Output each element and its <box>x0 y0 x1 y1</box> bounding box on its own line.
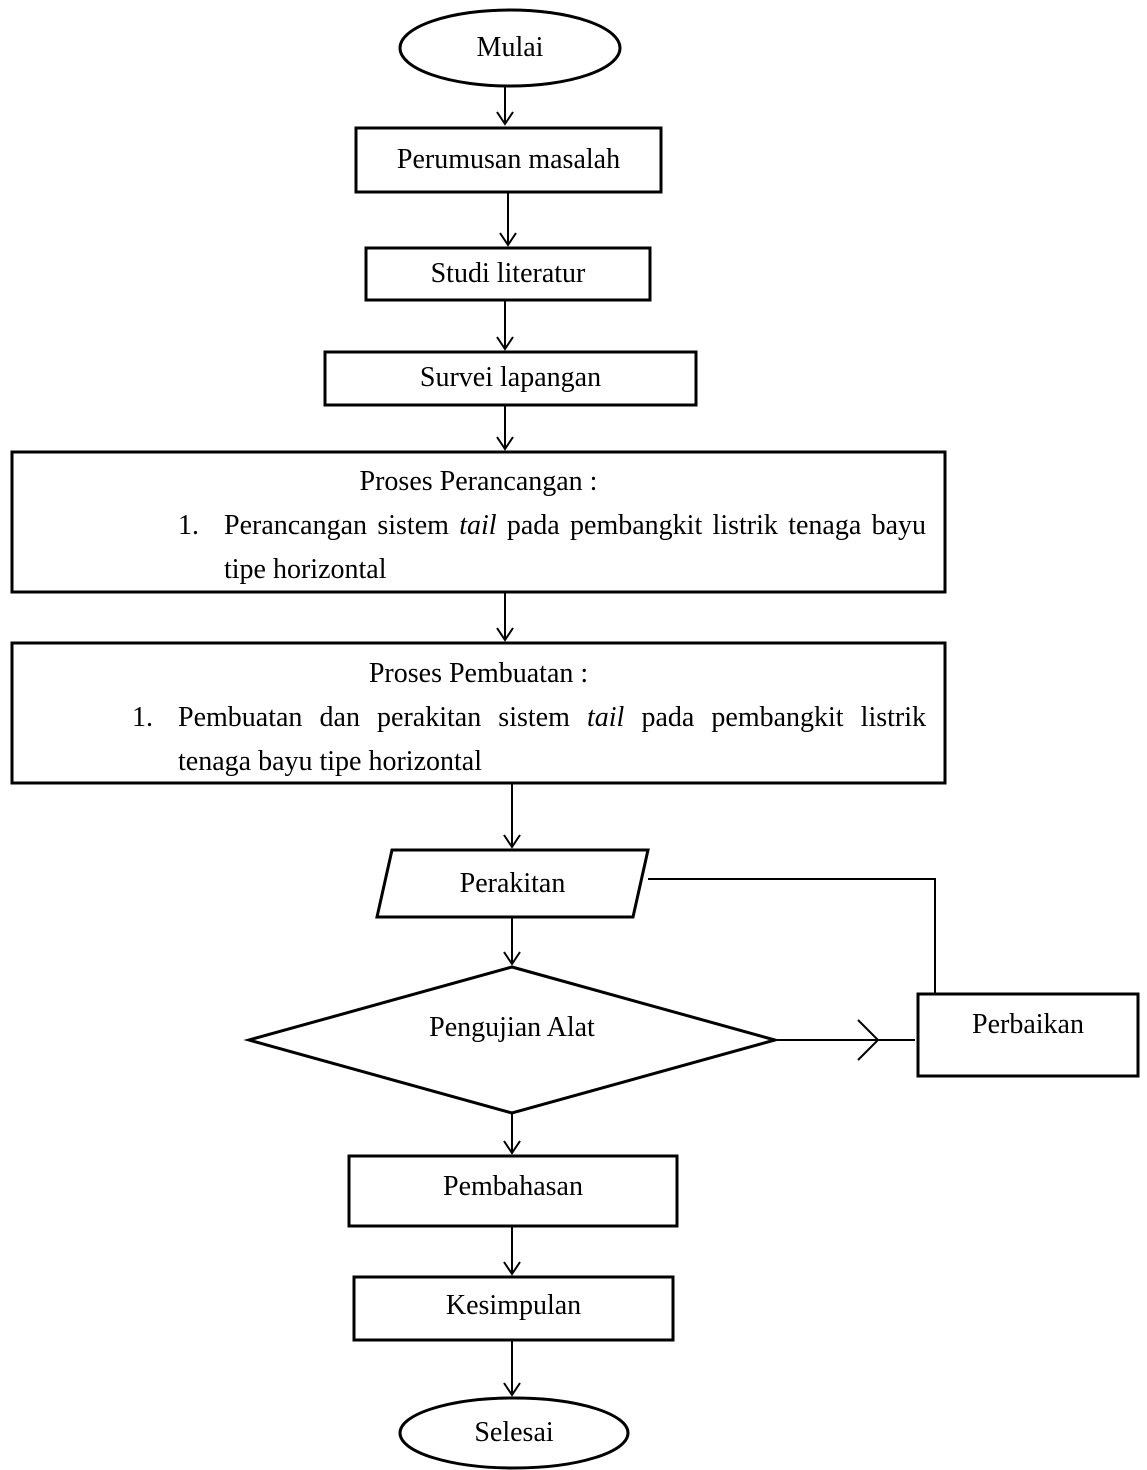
kesimpulan-box <box>352 1275 675 1342</box>
perakitan-parallelogram <box>375 848 650 919</box>
studi-label: Studi literatur <box>430 258 586 289</box>
perbaikan-label: Perbaikan <box>972 1009 1084 1040</box>
pembuatan-item-number: 1. <box>132 702 153 733</box>
arrow-start-to-perumusan <box>496 86 514 126</box>
survei-label: Survei lapangan <box>419 362 602 393</box>
perancangan-item-text: Perancangan sistem tail pada pembangkit … <box>224 510 926 585</box>
start-label: Mulai <box>476 32 544 63</box>
perancangan-text: Proses Perancangan : 1. Perancangan sist… <box>178 460 926 592</box>
perancangan-item: 1. Perancangan sistem tail pada pembangk… <box>178 504 926 592</box>
perancangan-box <box>10 450 947 594</box>
perakitan-label: Perakitan <box>459 868 566 899</box>
perancangan-title: Proses Perancangan : <box>359 466 598 497</box>
start-terminal <box>398 8 622 88</box>
arrow-decision-to-perbaikan <box>775 1019 915 1061</box>
arrow-survei-to-perancangan <box>496 405 514 451</box>
end-label: Selesai <box>474 1417 554 1448</box>
studi-box <box>364 246 652 302</box>
pembuatan-title: Proses Pembuatan : <box>368 658 589 689</box>
arrow-pembahasan-to-kesimpulan <box>503 1226 521 1276</box>
pembahasan-label: Pembahasan <box>443 1171 583 1202</box>
arrow-pembuatan-to-perakitan <box>503 783 521 849</box>
kesimpulan-label: Kesimpulan <box>445 1290 582 1321</box>
pembuatan-item-text: Pembuatan dan perakitan sistem tail pada… <box>178 702 927 777</box>
line-perbaikan-to-perakitan <box>648 878 936 994</box>
decision-label: Pengujian Alat <box>429 1012 595 1043</box>
end-terminal <box>398 1396 630 1470</box>
arrow-perumusan-to-studi <box>499 192 517 247</box>
arrow-studi-to-survei <box>496 300 514 351</box>
pembuatan-text: Proses Pembuatan : 1. Pembuatan dan pera… <box>132 652 926 784</box>
survei-box <box>323 350 698 407</box>
arrow-kesimpulan-to-end <box>503 1340 521 1397</box>
arrow-decision-to-pembahasan <box>503 1113 521 1155</box>
pembuatan-box <box>10 641 947 785</box>
arrow-perancangan-to-pembuatan <box>496 592 514 642</box>
arrow-perakitan-to-decision <box>503 917 521 966</box>
pembuatan-item: 1. Pembuatan dan perakitan sistem tail p… <box>132 696 926 784</box>
perancangan-item-number: 1. <box>178 510 199 541</box>
perumusan-label: Perumusan masalah <box>396 144 621 175</box>
perbaikan-box <box>916 992 1140 1078</box>
